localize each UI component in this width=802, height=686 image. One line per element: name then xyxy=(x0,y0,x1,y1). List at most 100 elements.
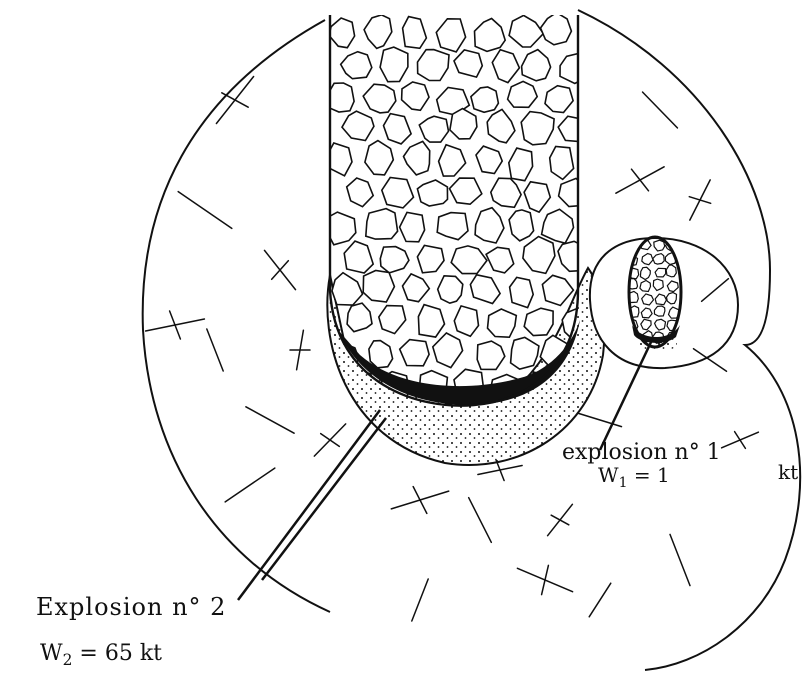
explosion-2-yield-subscript: 2 xyxy=(63,651,73,669)
rubble-stone xyxy=(342,111,374,140)
rubble-stone xyxy=(369,341,393,368)
rubble-stone xyxy=(511,337,539,369)
rubble-stone xyxy=(400,212,425,241)
rubble-stone xyxy=(640,267,650,279)
fracture-mark xyxy=(265,250,296,289)
rubble-stone xyxy=(509,15,543,47)
rubble-stone xyxy=(524,308,553,335)
rubble-stone xyxy=(437,213,468,240)
rubble-stone xyxy=(379,306,406,334)
rubble-stone xyxy=(404,141,430,175)
rubble-stone xyxy=(492,50,519,83)
rubble-stone xyxy=(450,178,482,204)
fracture-mark xyxy=(722,432,759,449)
rubble-stone xyxy=(365,141,393,175)
rubble-stone xyxy=(510,277,534,307)
fracture-mark xyxy=(670,534,690,585)
rubble-stone xyxy=(347,178,374,207)
rubble-stone xyxy=(363,271,394,303)
rubble-stone xyxy=(380,47,408,82)
rubble-stone xyxy=(640,281,651,292)
fracture-mark xyxy=(225,468,275,502)
rubble-stone xyxy=(487,109,515,142)
rubble-stone xyxy=(347,303,372,332)
rubble-stone xyxy=(524,182,550,212)
rubble-stone xyxy=(542,275,573,305)
rubble-stone xyxy=(475,19,506,52)
rubble-stone xyxy=(558,116,586,141)
rubble-stone xyxy=(329,83,354,112)
rubble-stone xyxy=(491,178,521,207)
rubble-stone xyxy=(471,87,499,112)
rubble-stone xyxy=(439,145,466,176)
rubble-stone xyxy=(477,341,505,369)
fracture-mark xyxy=(146,311,205,339)
rubble-stone xyxy=(508,81,538,107)
explosion-1-zone xyxy=(590,237,738,368)
rubble-stone xyxy=(417,245,444,272)
rubble-stone xyxy=(418,50,450,81)
rubble-stone xyxy=(488,309,517,337)
rubble-stone xyxy=(476,146,502,173)
rubble-stone xyxy=(454,306,478,336)
rubble-stone xyxy=(403,17,427,49)
rubble-stone xyxy=(558,241,590,271)
rubble-stone xyxy=(380,247,409,273)
explosion-1-label: explosion n° 1 xyxy=(562,440,721,465)
rubble-stone xyxy=(451,246,487,274)
rubble-stone xyxy=(364,15,392,49)
rubble-stone xyxy=(433,333,463,368)
fracture-mark xyxy=(412,579,428,621)
fracture-mark xyxy=(391,487,448,514)
explosion-2-yield-value: = 65 kt xyxy=(79,641,162,666)
fracture-mark xyxy=(517,565,572,594)
rubble-stone xyxy=(419,116,448,142)
fracture-mark xyxy=(207,329,223,371)
rubble-stone xyxy=(400,340,429,366)
rubble-stone xyxy=(418,305,444,338)
rubble-stone xyxy=(366,209,398,240)
fracture-mark xyxy=(689,180,710,220)
rubble-stone xyxy=(522,50,551,81)
rubble-stone xyxy=(454,50,482,77)
fracture-mark xyxy=(616,167,664,193)
rubble-stone xyxy=(402,82,429,110)
rubble-stone xyxy=(470,275,500,304)
fracture-mark xyxy=(290,330,310,369)
rubble-stone xyxy=(344,241,373,273)
fracture-mark xyxy=(643,92,678,128)
fracture-mark xyxy=(178,192,232,229)
explosion-1-yield: W1 = 1 xyxy=(598,463,670,487)
rubble-stone xyxy=(329,18,355,48)
explosion-2-yield-symbol: W xyxy=(40,641,63,666)
rubble-stone xyxy=(509,210,533,241)
rubble-stone xyxy=(417,180,447,206)
rubble-stone xyxy=(541,13,572,45)
explosion-1-yield-value: = 1 xyxy=(634,463,670,487)
rubble-stone xyxy=(655,268,666,277)
rubble-chimney xyxy=(326,13,591,436)
rubble-stone xyxy=(560,53,591,84)
rubble-stone xyxy=(521,112,554,145)
fracture-mark xyxy=(589,583,611,617)
rubble-stone xyxy=(403,274,430,302)
rubble-stone xyxy=(332,273,363,305)
rubble-stone xyxy=(667,293,677,304)
fracture-mark xyxy=(469,498,492,543)
explosion-2-yield: W2 = 65 kt xyxy=(40,641,162,666)
rubble-stone xyxy=(384,114,412,144)
rubble-stone xyxy=(438,276,463,303)
rubble-stone xyxy=(666,265,676,277)
fracture-mark xyxy=(314,424,345,456)
rubble-stone xyxy=(550,147,574,180)
rubble-stone xyxy=(559,178,590,206)
rubble-stone xyxy=(450,109,477,139)
explosion-1-yield-subscript: 1 xyxy=(619,475,628,491)
explosion-1-yield-symbol: W xyxy=(598,463,619,487)
fracture-mark xyxy=(246,407,294,433)
rubble-stone xyxy=(654,306,665,316)
rubble-stone xyxy=(436,19,465,52)
rubble-stone xyxy=(475,208,504,243)
rubble-stone xyxy=(341,52,372,79)
